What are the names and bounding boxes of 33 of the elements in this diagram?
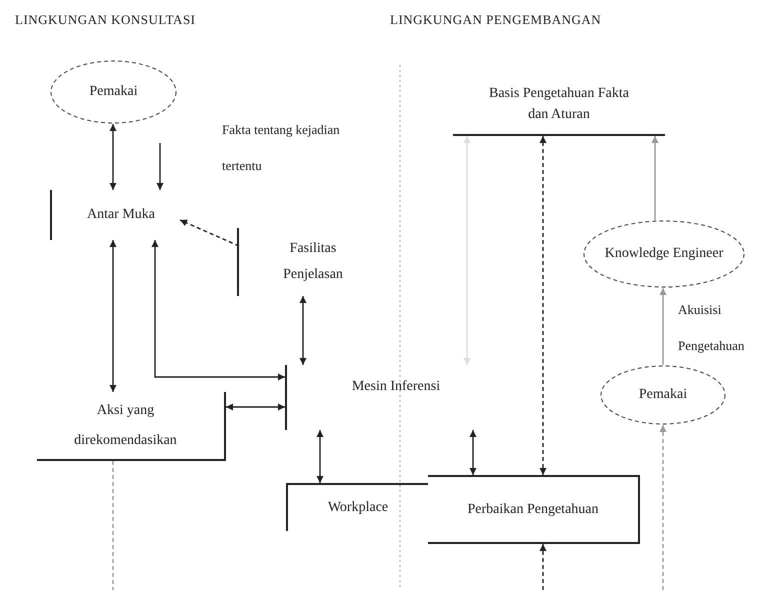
arrow	[152, 240, 285, 380]
node-label: Fasilitas Penjelasan	[282, 240, 344, 284]
arrow	[110, 240, 116, 392]
arrow	[316, 430, 324, 483]
arrow	[464, 136, 470, 365]
arrow	[226, 404, 285, 410]
node-label: Knowledge Engineer	[604, 245, 724, 263]
node-label: Perbaikan Pengetahuan	[466, 500, 600, 518]
arrow	[660, 288, 666, 365]
section-heading: LINGKUNGAN KONSULTASI	[15, 12, 196, 28]
arrow	[660, 425, 666, 590]
arrow	[156, 143, 164, 190]
arrow	[652, 136, 658, 220]
ellipse-node	[583, 220, 745, 288]
node-label: Mesin Inferensi	[350, 378, 442, 396]
arrow	[110, 124, 116, 190]
arrow	[540, 136, 546, 475]
section-heading: LINGKUNGAN PENGEMBANGAN	[390, 12, 602, 28]
bracket-node	[286, 483, 428, 531]
node-label: Aksi yang direkomendasikan	[73, 402, 178, 450]
node-label: Workplace	[326, 499, 390, 517]
node-label: Pemakai	[638, 386, 688, 404]
ellipse-node	[50, 60, 177, 124]
bracket-node	[37, 392, 226, 461]
arrow	[540, 544, 546, 590]
node-label: Basis Pengetahuan Fakta dan Aturan	[488, 85, 630, 124]
node-label: Pemakai	[88, 83, 139, 101]
node-label: Antar Muka	[86, 206, 156, 224]
process-box	[428, 475, 640, 544]
arrow	[470, 430, 476, 475]
ellipse-node	[600, 365, 726, 425]
arrow	[300, 296, 306, 365]
arrow	[180, 219, 240, 247]
